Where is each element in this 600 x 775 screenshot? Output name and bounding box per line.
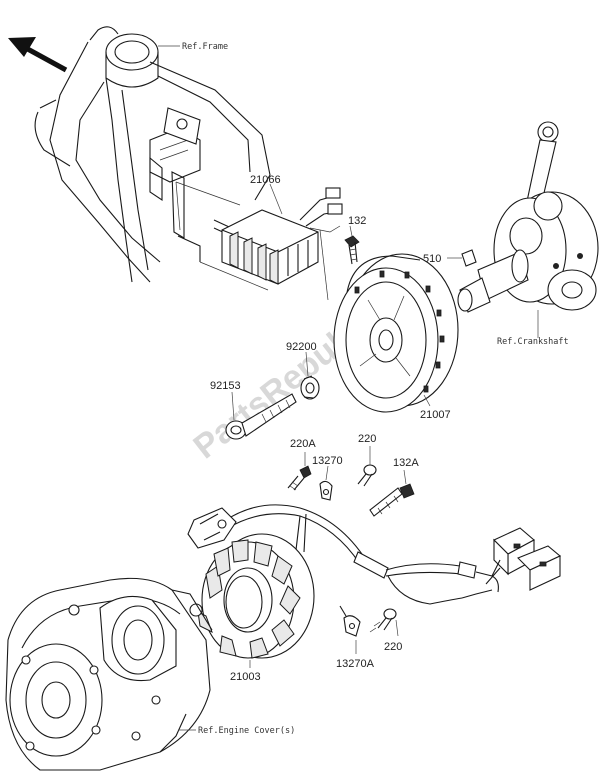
wiring-harness [187,504,562,605]
bolt-92153 [225,393,297,440]
key-510 [461,249,477,267]
clamp-13270 [319,480,333,501]
ref-crankshaft-label: Ref.Crankshaft [497,337,569,347]
washer-92200 [300,375,320,400]
frame-drawing [34,26,329,301]
part-label-92153: 92153 [210,380,241,392]
stator-coil [197,533,315,659]
bolt-132 [344,235,360,265]
arrow-up-left-icon [8,37,68,73]
part-label-132A: 132A [393,457,419,469]
ref-engine-cover-label: Ref.Engine Cover(s) [198,726,295,736]
bolt-220-bottom [369,608,397,633]
ref-frame-label: Ref.Frame [182,42,228,52]
part-label-21003: 21003 [230,671,261,683]
bolt-220-top [357,464,377,487]
clamp-13270A [339,605,361,637]
bolt-132A [369,483,415,517]
part-label-132: 132 [348,215,366,227]
part-label-220-bottom: 220 [384,641,402,653]
bolt-220A [287,465,312,491]
part-label-220-top: 220 [358,433,376,445]
crankshaft-drawing [457,121,599,313]
flywheel-rotor [333,253,459,413]
part-label-13270: 13270 [312,455,343,467]
part-label-92200: 92200 [286,341,317,353]
engine-cover-drawing [5,577,213,771]
part-label-21066: 21066 [250,174,281,186]
regulator-rectifier [221,187,343,285]
part-label-21007: 21007 [420,409,451,421]
part-label-13270A: 13270A [336,658,375,670]
part-label-220A: 220A [290,438,316,450]
